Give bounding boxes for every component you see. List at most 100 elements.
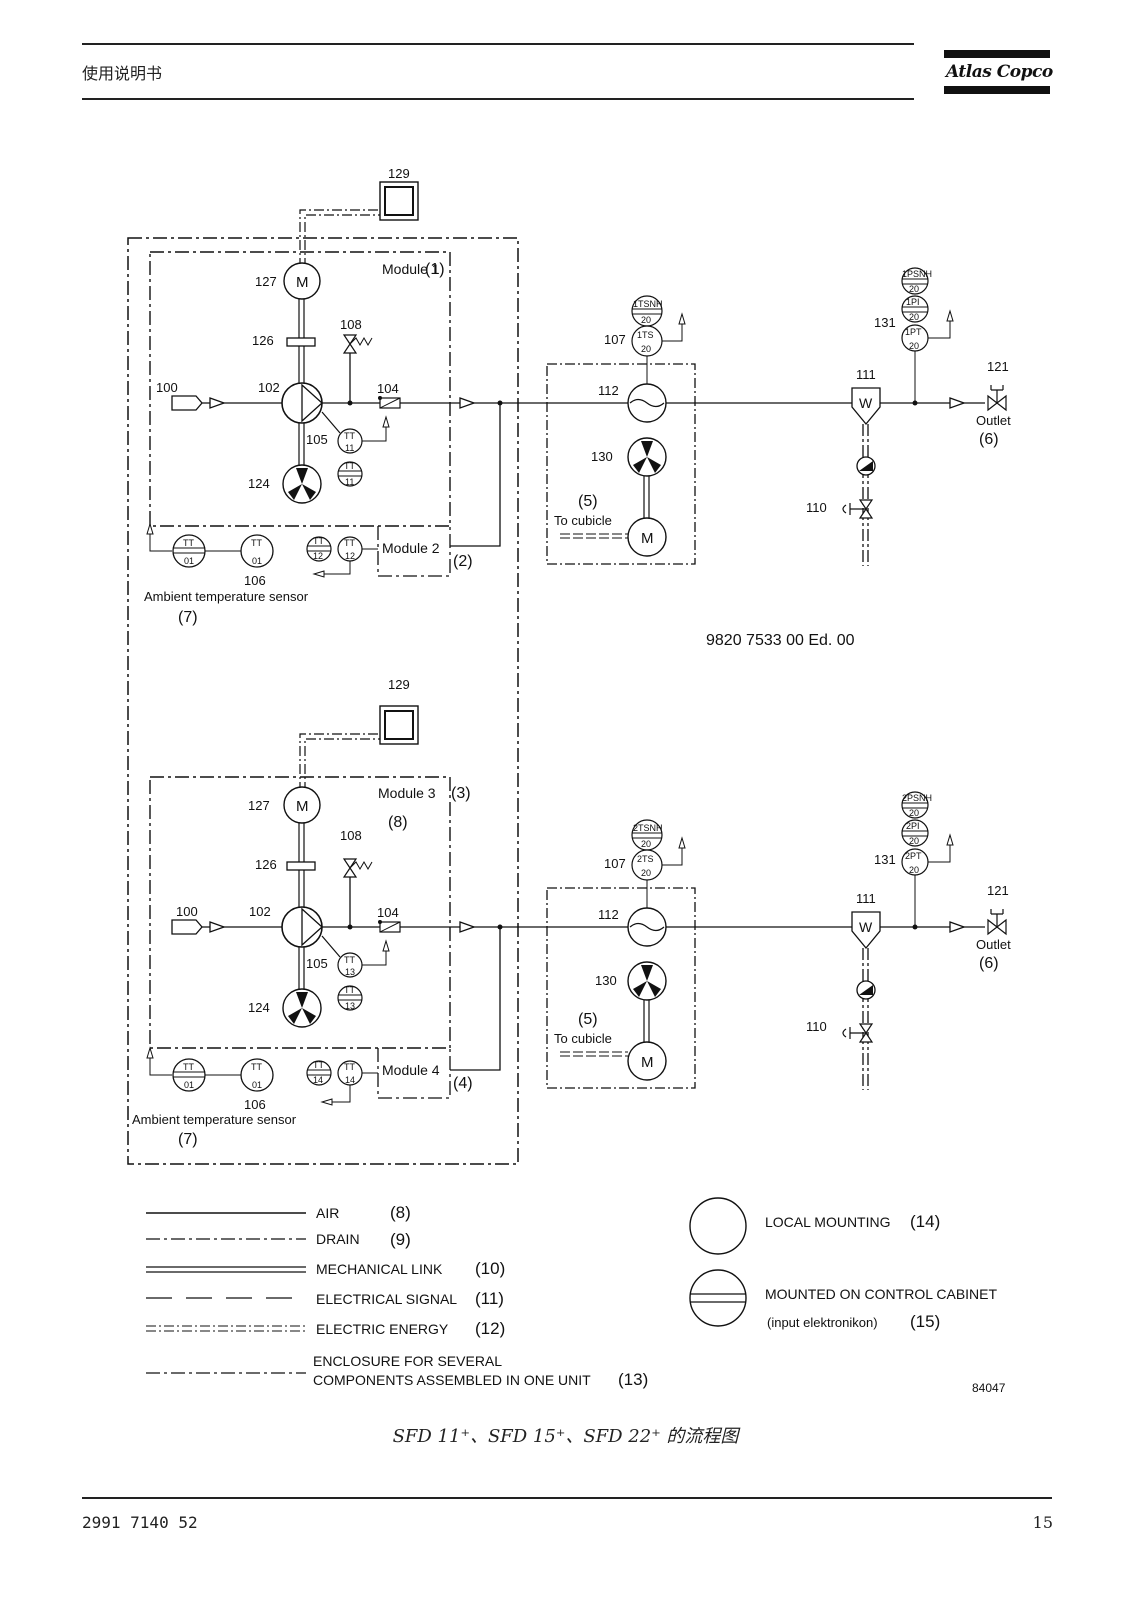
outlet-ref: (6) <box>979 431 999 448</box>
svg-text:121: 121 <box>987 883 1009 898</box>
fan-number: 124 <box>248 476 270 491</box>
svg-text:1TS: 1TS <box>637 330 654 340</box>
svg-text:2PT: 2PT <box>905 851 922 861</box>
cubicle-ref: (5) <box>578 493 598 510</box>
outlet-label: Outlet <box>976 413 1011 428</box>
tt11-cabinet-instrument <box>337 461 363 487</box>
safety-valve-number: 108 <box>340 317 362 332</box>
svg-text:TT: TT <box>251 1062 262 1072</box>
svg-text:20: 20 <box>909 836 919 846</box>
svg-text:20: 20 <box>909 808 919 818</box>
figure-caption: SFD 11⁺、SFD 15⁺、SFD 22⁺ 的流程图 <box>392 1426 739 1447</box>
svg-text:1PSNH: 1PSNH <box>902 269 932 279</box>
svg-text:TT: TT <box>344 431 355 441</box>
svg-text:105: 105 <box>306 956 328 971</box>
svg-text:01: 01 <box>184 1080 194 1090</box>
svg-text:11: 11 <box>345 443 354 453</box>
cubicle-number: 129 <box>388 166 410 181</box>
cabinet-mounted-symbol <box>689 1269 747 1327</box>
cubicle-box-outer <box>379 181 419 221</box>
motor-symbol: M <box>296 274 309 291</box>
coupling-icon <box>286 337 316 347</box>
legend-mechanical-link: MECHANICAL LINK <box>316 1261 443 1277</box>
svg-text:20: 20 <box>641 868 651 878</box>
module3-label: Module 3 <box>378 785 436 801</box>
svg-text:2TSNH: 2TSNH <box>633 823 663 833</box>
logo-text: Atlas Copco <box>946 62 1053 82</box>
svg-text:(14): (14) <box>910 1212 940 1231</box>
ambient-sensor-label-2: Ambient temperature sensor <box>132 1112 297 1127</box>
svg-text:106: 106 <box>244 1097 266 1112</box>
fan-motor-icon <box>627 517 667 557</box>
svg-text:TT: TT <box>344 955 355 965</box>
header-rule-top <box>82 43 914 45</box>
svg-text:110: 110 <box>806 1019 827 1034</box>
legend: AIR (8) DRAIN (9) MECHANICAL LINK (10) E… <box>146 1197 1006 1395</box>
legend-electrical-signal: ELECTRICAL SIGNAL <box>316 1291 457 1307</box>
motor-icon <box>283 262 321 300</box>
air-ref-lower: (8) <box>388 814 408 831</box>
module1-ref: (1) <box>425 261 445 278</box>
svg-text:TT: TT <box>183 538 194 548</box>
svg-text:M: M <box>641 530 654 547</box>
svg-text:(11): (11) <box>475 1289 504 1308</box>
svg-text:M: M <box>641 1054 654 1071</box>
svg-text:20: 20 <box>909 341 919 351</box>
svg-text:1PI: 1PI <box>906 297 920 307</box>
cabinet-mounted-sub: (input elektronikon) <box>767 1315 878 1330</box>
svg-text:12: 12 <box>345 551 355 561</box>
svg-text:(5): (5) <box>578 1011 598 1028</box>
motor-number: 127 <box>255 274 277 289</box>
legend-drain: DRAIN <box>316 1231 360 1247</box>
module2-box <box>377 526 451 577</box>
upper-unit: Module 1 (1) 129 127 M 126 100 102 124 <box>144 166 1011 626</box>
local-mounting-symbol <box>689 1197 747 1255</box>
pi-cabinet-instrument <box>901 295 929 323</box>
svg-text:W: W <box>859 395 873 411</box>
inlet-filter-icon <box>171 395 203 411</box>
svg-text:102: 102 <box>249 904 271 919</box>
svg-text:To cubicle: To cubicle <box>554 1031 612 1046</box>
coupling-number: 126 <box>252 333 274 348</box>
local-mounting-label: LOCAL MOUNTING <box>765 1214 891 1230</box>
module3-ref: (3) <box>451 785 471 802</box>
svg-text:20: 20 <box>909 284 919 294</box>
svg-text:124: 124 <box>248 1000 270 1015</box>
legend-air: AIR <box>316 1205 339 1221</box>
atlas-copco-logo: Atlas Copco <box>944 50 1053 94</box>
svg-text:20: 20 <box>641 344 651 354</box>
svg-text:20: 20 <box>909 865 919 875</box>
motor-icon-2 <box>283 786 321 824</box>
svg-text:20: 20 <box>641 315 651 325</box>
svg-text:TT: TT <box>251 538 262 548</box>
svg-text:131: 131 <box>874 852 896 867</box>
svg-text:12: 12 <box>313 551 323 561</box>
legend-enclosure: ENCLOSURE FOR SEVERAL <box>313 1353 502 1369</box>
electric-energy-line <box>299 209 380 268</box>
svg-text:(10): (10) <box>475 1259 505 1278</box>
logo-bar-bottom <box>944 86 1050 94</box>
cabinet-mounted-label: MOUNTED ON CONTROL CABINET <box>765 1286 997 1302</box>
svg-text:112: 112 <box>598 907 619 922</box>
svg-text:108: 108 <box>340 828 362 843</box>
svg-text:(12): (12) <box>475 1319 505 1338</box>
svg-text:107: 107 <box>604 856 626 871</box>
to-cubicle-label: To cubicle <box>554 513 612 528</box>
svg-text:14: 14 <box>345 1075 355 1085</box>
svg-text:TT: TT <box>344 1062 355 1072</box>
svg-text:TT: TT <box>313 536 324 546</box>
water-separator-icon <box>851 387 881 426</box>
outlet-valve-number: 121 <box>987 359 1009 374</box>
svg-text:11: 11 <box>345 477 354 487</box>
svg-text:(7): (7) <box>178 1131 198 1148</box>
tt13-cabinet-instrument <box>337 985 363 1011</box>
svg-text:14: 14 <box>313 1075 323 1085</box>
legend-electric-energy: ELECTRIC ENERGY <box>316 1321 449 1337</box>
svg-text:TT: TT <box>344 461 355 471</box>
svg-text:13: 13 <box>345 967 355 977</box>
tt11-number: 105 <box>306 432 328 447</box>
check-valve-number: 104 <box>377 381 399 396</box>
svg-text:(9): (9) <box>390 1230 411 1249</box>
fan-motor-number: 130 <box>591 449 613 464</box>
